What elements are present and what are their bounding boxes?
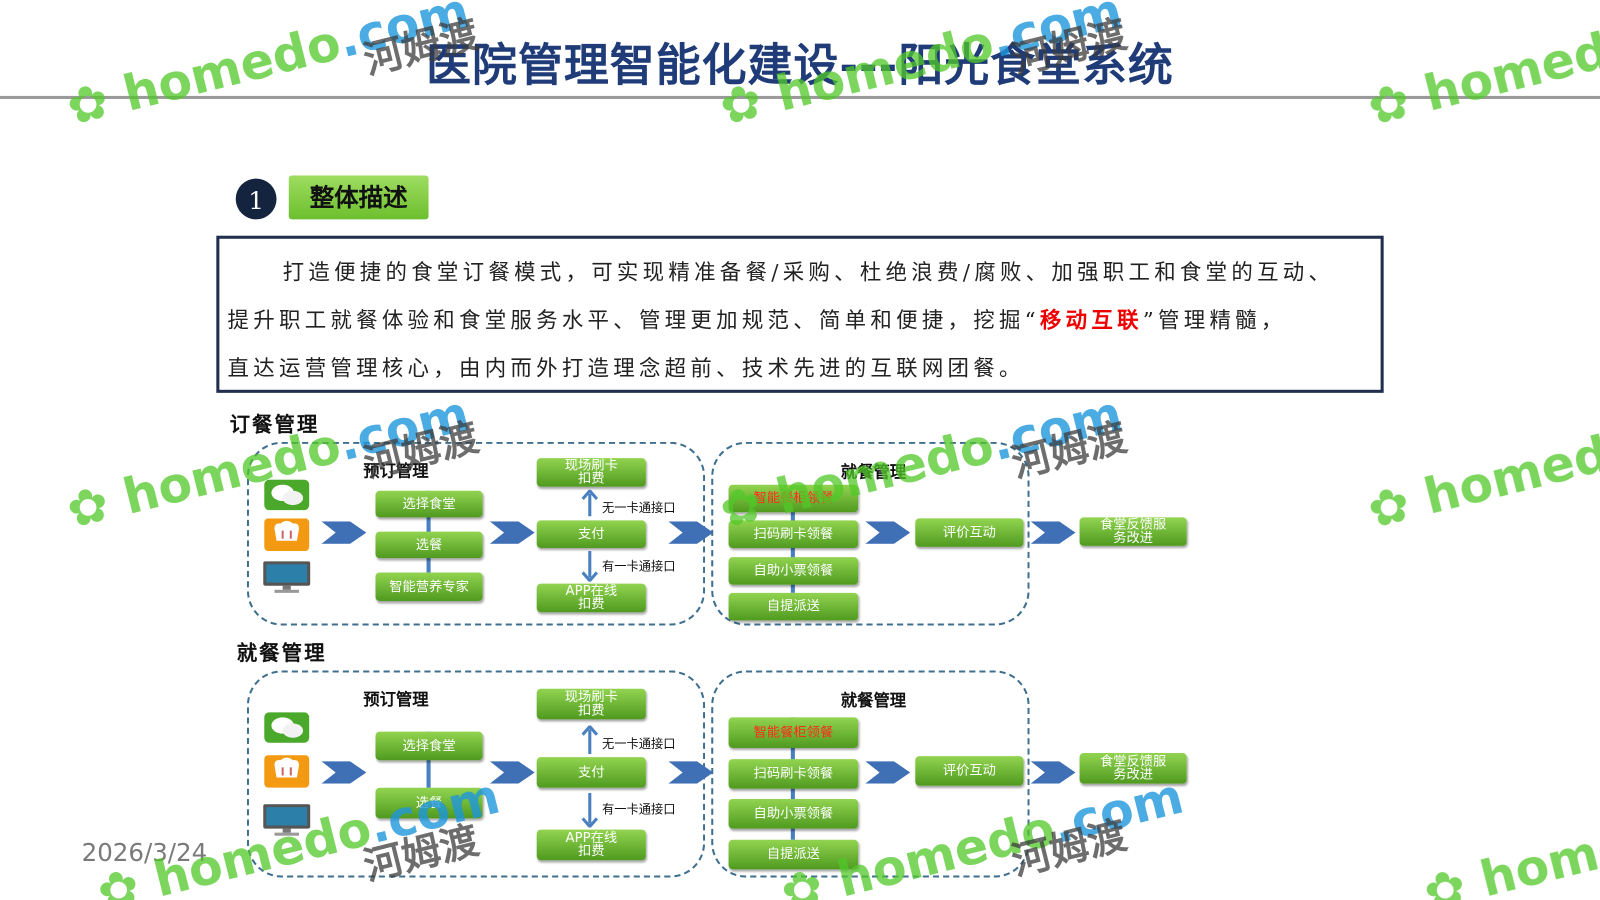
dining-step: 自提派送: [728, 839, 859, 870]
dining-step: 智能餐柜领餐: [728, 484, 859, 513]
watermark-logo: ✿ homedo.com: [1362, 417, 1600, 541]
payment-bottom: APP在线扣费: [536, 829, 646, 861]
payment-center: 支付: [536, 757, 646, 788]
card-interface-label: 有一卡通接口: [602, 559, 676, 574]
booking-step: 选餐: [375, 531, 483, 559]
payment-top: 现场刷卡扣费: [536, 458, 646, 487]
text: ”管理精髓，: [1142, 308, 1287, 333]
monitor-icon: [262, 561, 311, 593]
booking-step: 选择食堂: [375, 490, 483, 518]
dining-title: 就餐管理: [840, 690, 907, 711]
payment-bottom: APP在线扣费: [536, 583, 646, 613]
payment-top: 现场刷卡扣费: [536, 688, 646, 720]
chevron-arrow-icon: [1030, 761, 1076, 784]
dining-step: 扫码刷卡领餐: [728, 520, 859, 548]
chef-hat-app-icon: [262, 755, 311, 788]
section-label: 整体描述: [288, 175, 429, 220]
no-card-interface-label: 无一卡通接口: [602, 501, 676, 516]
diagram-heading: 订餐管理: [229, 412, 320, 437]
dining-step: 智能餐柜领餐: [728, 717, 859, 748]
diagram-heading: 就餐管理: [236, 640, 327, 666]
chevron-arrow-icon: [668, 521, 714, 544]
arrow-down-icon: [581, 551, 599, 583]
watermark-logo: ✿ homedo.com: [1418, 799, 1600, 900]
review-step: 评价互动: [915, 756, 1024, 786]
booking-step: 选餐: [375, 787, 483, 819]
feedback-step: 食堂反馈服务改进: [1079, 517, 1187, 546]
no-card-interface-label: 无一卡通接口: [602, 736, 676, 752]
arrow-down-icon: [581, 792, 599, 829]
dining-title: 就餐管理: [840, 462, 907, 482]
wechat-icon: [262, 712, 311, 743]
chevron-arrow-icon: [489, 521, 535, 544]
arrow-up-icon: [581, 488, 599, 517]
arrow-up-icon: [581, 724, 599, 755]
chevron-arrow-icon: [321, 521, 367, 544]
card-interface-label: 有一卡通接口: [602, 802, 676, 817]
description-line: 打造便捷的食堂订餐模式，可实现精准备餐/采购、杜绝浪费/腐败、加强职工和食堂的互…: [282, 260, 1335, 285]
description-box: 打造便捷的食堂订餐模式，可实现精准备餐/采购、杜绝浪费/腐败、加强职工和食堂的互…: [216, 235, 1384, 393]
dining-group: [711, 670, 1030, 878]
description-line: 提升职工就餐体验和食堂服务水平、管理更加规范、简单和便捷，挖掘“移动互联”管理精…: [228, 304, 1287, 335]
dining-group: [711, 441, 1030, 626]
chevron-arrow-icon: [865, 521, 911, 544]
review-step: 评价互动: [915, 518, 1024, 547]
monitor-icon: [262, 804, 311, 836]
booking-step: 智能营养专家: [375, 572, 483, 602]
chevron-arrow-icon: [1030, 521, 1076, 544]
chef-hat-app-icon: [262, 518, 311, 552]
section-number: 1: [235, 178, 277, 220]
highlight-text: 移动互联: [1039, 307, 1143, 333]
page-title: 医院管理智能化建设---阳光食堂系统: [426, 39, 1174, 92]
title-divider: [0, 95, 1600, 99]
dining-step: 自助小票领餐: [728, 557, 859, 585]
chevron-arrow-icon: [865, 761, 911, 784]
chevron-arrow-icon: [668, 761, 714, 784]
dining-step: 自助小票领餐: [728, 798, 859, 829]
connector-line: [426, 490, 431, 573]
dining-step: 扫码刷卡领餐: [728, 759, 859, 789]
chevron-arrow-icon: [489, 761, 535, 784]
dining-step: 自提派送: [728, 592, 859, 621]
payment-center: 支付: [536, 520, 646, 548]
text: 提升职工就餐体验和食堂服务水平、管理更加规范、简单和便捷，挖掘“: [227, 308, 1040, 333]
feedback-step: 食堂反馈服务改进: [1079, 753, 1187, 784]
description-line: 直达运营管理核心，由内而外打造理念超前、技术先进的互联网团餐。: [227, 356, 1025, 381]
date-label: 2026/3/24: [81, 838, 208, 868]
booking-title: 预订管理: [363, 461, 429, 481]
chevron-arrow-icon: [321, 761, 367, 784]
wechat-icon: [262, 479, 311, 511]
booking-title: 预订管理: [363, 689, 429, 710]
booking-step: 选择食堂: [375, 731, 483, 761]
